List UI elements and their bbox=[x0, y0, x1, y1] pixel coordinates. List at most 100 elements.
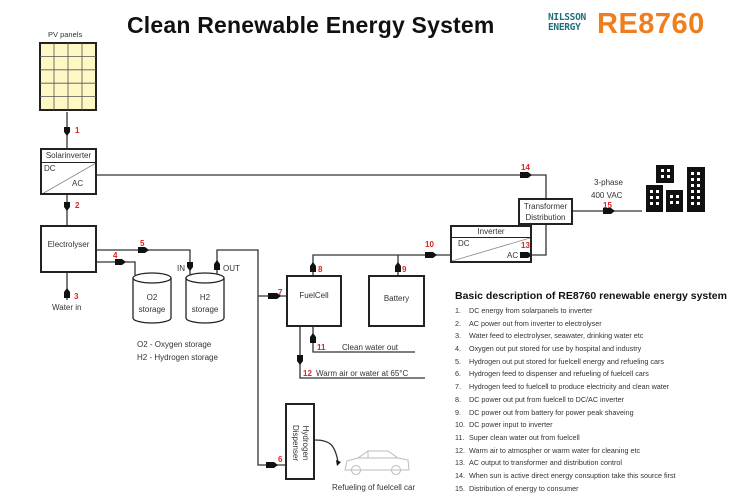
pv-panel-icon bbox=[39, 42, 97, 111]
dispenser-line2: Dispenser bbox=[291, 424, 300, 461]
arrow-12 bbox=[297, 355, 303, 365]
arrow-1 bbox=[64, 127, 70, 136]
flow-number-2: 2 bbox=[75, 201, 80, 210]
fuelcell-box: FuelCell bbox=[286, 275, 342, 327]
refueling-label: Refueling of fuelcell car bbox=[332, 483, 416, 492]
arrow-h2-out bbox=[214, 260, 220, 270]
arrow-11 bbox=[310, 333, 316, 343]
warm-air-label: Warm air or water at 65°C bbox=[316, 369, 409, 378]
arrow-8 bbox=[310, 262, 316, 272]
battery-label: Battery bbox=[383, 294, 410, 303]
description-item: 10.DC power input to inverter bbox=[455, 420, 553, 430]
arrow-5 bbox=[138, 247, 149, 253]
description-item: 15.Distribution of energy to consumer bbox=[455, 483, 579, 493]
grid-phase-label: 3-phase bbox=[594, 178, 623, 187]
flow-number-7: 7 bbox=[278, 288, 283, 297]
hydrogen-dispenser-box: Hydrogen Dispenser bbox=[285, 403, 315, 480]
car-icon bbox=[344, 450, 410, 475]
clean-water-out-label: Clean water out bbox=[342, 343, 399, 352]
solarinverter-title: Solarinverter bbox=[42, 150, 95, 163]
flow-number-4: 4 bbox=[113, 251, 118, 260]
inverter-ac: AC bbox=[507, 251, 519, 260]
flow-number-14: 14 bbox=[521, 163, 530, 172]
flow-number-1: 1 bbox=[75, 126, 80, 135]
h2-label-line2: storage bbox=[191, 305, 219, 314]
flow-number-15: 15 bbox=[603, 201, 612, 210]
solarinverter-dc: DC bbox=[44, 164, 56, 173]
o2-label-line1: O2 bbox=[146, 293, 158, 302]
water-in-label: Water in bbox=[52, 303, 82, 312]
arrow-14 bbox=[520, 172, 532, 178]
arrow-2 bbox=[64, 202, 70, 211]
brand-logo-nilsson: NILSSON ENERGY bbox=[548, 13, 586, 33]
pv-panels-label: PV panels bbox=[48, 30, 83, 39]
flow-number-13: 13 bbox=[521, 241, 530, 250]
legend-h2: H2 - Hydrogen storage bbox=[137, 353, 218, 362]
arrow-7 bbox=[268, 293, 281, 299]
line-13 bbox=[532, 225, 547, 256]
inverter-title: Inverter bbox=[452, 227, 530, 238]
line-4 bbox=[97, 261, 136, 275]
description-item: 6.Hydrogen feed to dispenser and refueli… bbox=[455, 369, 649, 379]
page-title: Clean Renewable Energy System bbox=[127, 12, 495, 38]
description-item: 9.DC power out from battery for power pe… bbox=[455, 407, 634, 417]
description-item: 7.Hydrogen feed to fuelcell to produce e… bbox=[455, 382, 670, 392]
flow-number-3: 3 bbox=[74, 292, 79, 301]
grid-voltage-label: 400 VAC bbox=[591, 191, 623, 200]
transformer-line2: Distribution bbox=[525, 213, 566, 222]
inverter-box: Inverter DC AC bbox=[450, 225, 532, 263]
solarinverter-box: Solarinverter DC AC bbox=[40, 148, 97, 195]
arrow-4 bbox=[115, 259, 126, 265]
h2-out-label: OUT bbox=[223, 264, 240, 273]
dispenser-hose bbox=[314, 439, 339, 463]
arrow-hose bbox=[336, 460, 341, 466]
description-item: 13.AC output to transformer and distribu… bbox=[455, 458, 623, 468]
legend-o2: O2 - Oxygen storage bbox=[137, 340, 212, 349]
description-item: 14.When sun is active direct energy cons… bbox=[455, 470, 676, 480]
description-item: 4.Oxygen out put stored for use by hospi… bbox=[455, 344, 642, 354]
description-item: 8.DC power out put from fuelcell to DC/A… bbox=[455, 394, 624, 404]
flow-number-9: 9 bbox=[402, 265, 407, 274]
flow-number-12: 12 bbox=[303, 369, 312, 378]
line-6 bbox=[216, 249, 285, 466]
description-item: 1.DC energy from solarpanels to inverter bbox=[455, 306, 593, 315]
transformer-line1: Transformer bbox=[523, 202, 568, 211]
arrow-6 bbox=[266, 462, 278, 468]
fuelcell-label: FuelCell bbox=[299, 291, 329, 300]
line-12 bbox=[299, 327, 425, 379]
flow-number-10: 10 bbox=[425, 240, 434, 249]
o2-label-line2: storage bbox=[138, 305, 166, 314]
description-item: 5.Hydrogen out put stored for fuelcell e… bbox=[455, 356, 664, 366]
description-item: 11.Super clean water out from fuelcell bbox=[455, 432, 580, 442]
arrow-13 bbox=[520, 252, 532, 258]
arrow-9 bbox=[395, 262, 401, 272]
description-list: 1.DC energy from solarpanels to inverter… bbox=[455, 305, 676, 495]
flow-number-8: 8 bbox=[318, 265, 323, 274]
arrow-3 bbox=[64, 288, 70, 298]
city-buildings-icon bbox=[646, 165, 705, 212]
inverter-diagonal bbox=[452, 238, 530, 261]
o2-storage-label: O2 storage bbox=[133, 292, 171, 316]
logo-line2: ENERGY bbox=[548, 22, 581, 33]
flow-number-11: 11 bbox=[317, 343, 326, 352]
h2-storage-label: H2 storage bbox=[186, 292, 224, 316]
description-item: 12.Warm air to atmospher or warm water f… bbox=[455, 445, 641, 455]
transformer-box: Transformer Distribution bbox=[518, 198, 573, 225]
o2-storage-tank bbox=[132, 272, 172, 324]
solarinverter-ac: AC bbox=[72, 179, 84, 188]
arrow-15 bbox=[603, 208, 615, 214]
description-item: 2.AC power out from inverter to electrol… bbox=[455, 318, 602, 328]
flow-number-5: 5 bbox=[140, 239, 145, 248]
description-title: Basic description of RE8760 renewable en… bbox=[455, 290, 727, 302]
dispenser-line1: Hydrogen bbox=[301, 425, 310, 461]
logo-line1: NILSSON bbox=[548, 12, 586, 23]
flow-number-6: 6 bbox=[278, 455, 283, 464]
dispenser-label: Hydrogen Dispenser bbox=[290, 405, 310, 481]
h2-storage-tank bbox=[185, 272, 225, 324]
inverter-dc: DC bbox=[458, 239, 470, 248]
description-item: 3.Water feed to electrolyser, seawater, … bbox=[455, 331, 644, 341]
line-14 bbox=[97, 174, 547, 198]
electrolyser-label: Electrolyser bbox=[47, 240, 90, 249]
arrow-10 bbox=[425, 252, 437, 258]
